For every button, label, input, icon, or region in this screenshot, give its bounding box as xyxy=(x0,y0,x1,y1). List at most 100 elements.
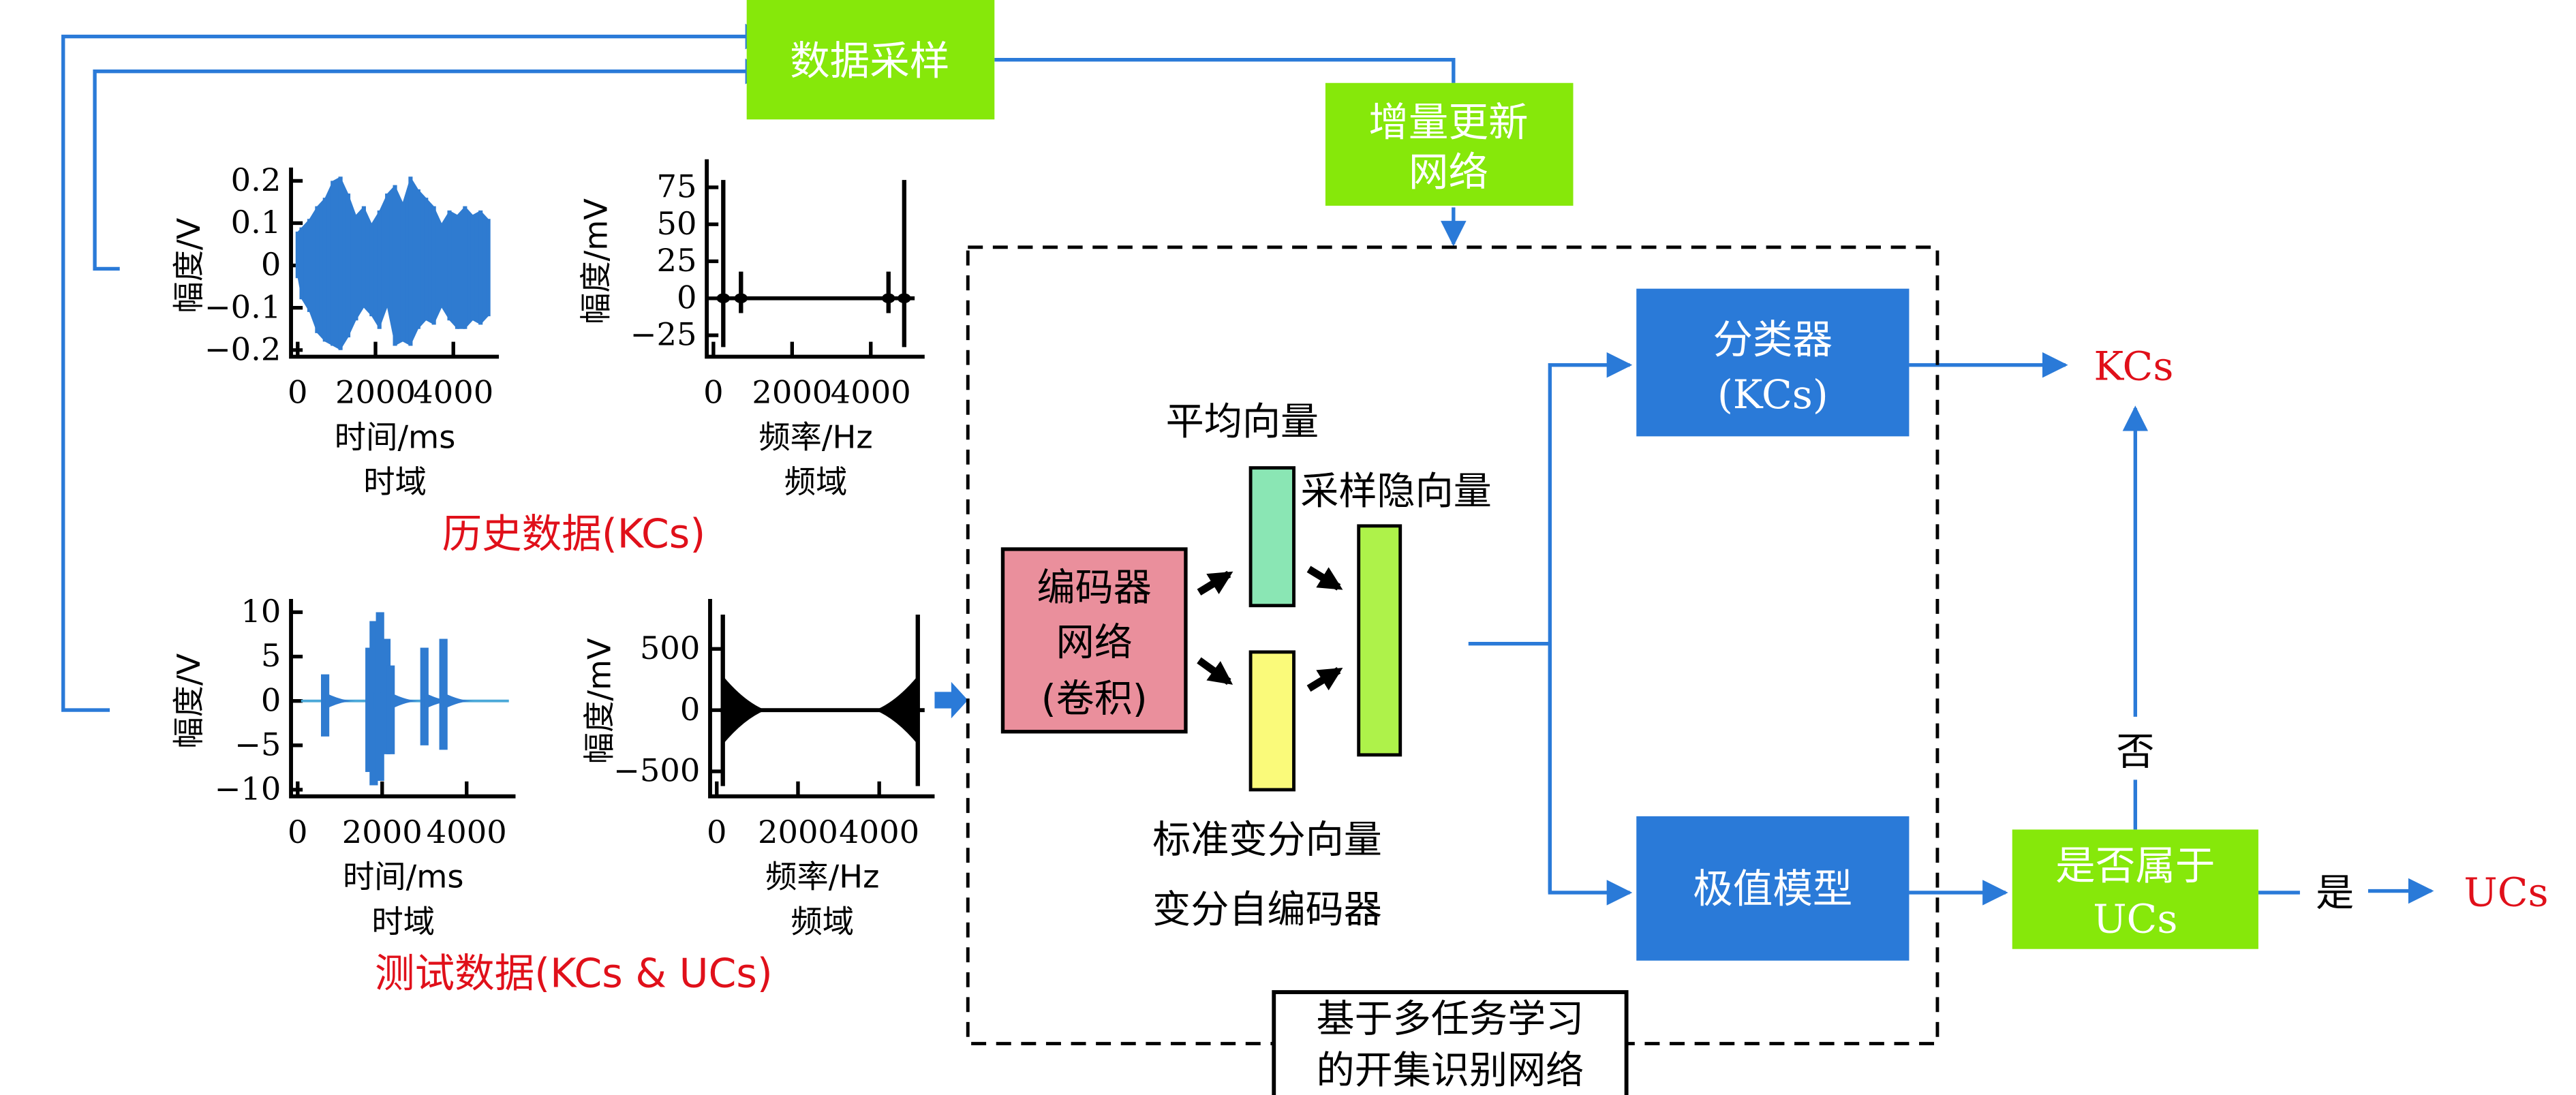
test-time-ytick-label: −5 xyxy=(234,726,281,763)
mean-vector-label: 平均向量 xyxy=(1166,400,1319,444)
to-evt-line xyxy=(1548,643,1633,906)
history-time-xtick-label: 0 xyxy=(288,374,308,411)
history-time-xlabel: 时间/ms xyxy=(335,418,456,455)
test-to-sampling-line xyxy=(61,23,771,712)
incremental-update-label-line2: 网络 xyxy=(1409,149,1488,196)
encoder-label-line1: 编码器 xyxy=(1037,566,1152,610)
yes-label: 是 xyxy=(2316,871,2354,915)
flow-connectors xyxy=(61,23,2434,906)
history-freq-peak-base xyxy=(734,293,748,304)
mean-vector-bar xyxy=(1248,466,1295,608)
network-caption-box: 基于多任务学习 的开集识别网络 xyxy=(1272,990,1629,1095)
history-freq-ytick-label: 75 xyxy=(656,168,696,205)
test-freq-ylabel: 幅度/mV xyxy=(581,638,618,764)
decision-label-line1: 是否属于 xyxy=(2055,843,2215,889)
history-time-xtick-label: 4000 xyxy=(413,374,493,411)
sampled-latent-label: 采样隐向量 xyxy=(1300,469,1492,514)
history-freq-ylabel: 幅度/mV xyxy=(578,198,615,324)
history-freq-axes xyxy=(705,159,925,359)
history-freq-ytick-label: −25 xyxy=(630,316,697,353)
test-freq-xtick-label: 0 xyxy=(707,814,727,850)
decision-label-line2: UCs xyxy=(2093,895,2177,942)
extreme-value-model-label: 极值模型 xyxy=(1693,866,1852,912)
test-time-xtick-label: 2000 xyxy=(342,814,423,850)
test-freq-xlabel: 频率/Hz xyxy=(765,859,879,895)
test-time-xtick-label: 0 xyxy=(288,814,308,850)
test-time-ylabel: 幅度/V xyxy=(170,653,207,749)
test-time-burst-decay xyxy=(443,692,474,709)
network-caption-line1: 基于多任务学习 xyxy=(1317,998,1584,1042)
vae-label: 变分自编码器 xyxy=(1152,888,1382,932)
test-freq-title: 频域 xyxy=(791,903,854,940)
history-time-ytick-label: −0.2 xyxy=(204,330,281,367)
encoder-label-line3: (卷积) xyxy=(1041,677,1148,722)
test-freq-ytick-label: 500 xyxy=(640,630,700,666)
classifier-box[interactable]: 分类器 (KCs) xyxy=(1636,288,1910,437)
std-to-latent-arrow-icon xyxy=(1306,667,1343,692)
history-freq-ytick-label: 50 xyxy=(656,205,696,242)
history-time-axes xyxy=(289,167,500,359)
latent-vector-bar xyxy=(1357,524,1402,757)
output-kcs-label: KCs xyxy=(2094,343,2173,390)
extreme-value-model-box[interactable]: 极值模型 xyxy=(1636,816,1910,961)
test-freq-ytick-label: −500 xyxy=(613,752,700,789)
std-vector-bar xyxy=(1248,650,1295,792)
sampling-to-update-line xyxy=(994,57,1456,83)
classifier-label-line1: 分类器 xyxy=(1713,317,1833,363)
history-freq-peak-base xyxy=(881,293,895,304)
history-time-ytick-label: 0.1 xyxy=(231,204,281,241)
test-freq-axes xyxy=(708,598,935,799)
data-sampling-box[interactable]: 数据采样 xyxy=(746,0,995,120)
history-time-ytick-label: −0.1 xyxy=(204,288,281,325)
encoder-to-mean-arrow-icon xyxy=(1197,570,1233,596)
test-data-label: 测试数据(KCs & UCs) xyxy=(375,951,773,997)
test-freq-xtick-label: 4000 xyxy=(839,814,919,850)
is-uc-decision-box[interactable]: 是否属于 UCs xyxy=(2012,829,2258,949)
test-time-burst xyxy=(369,621,378,786)
test-freq-xtick-label: 2000 xyxy=(758,814,838,850)
history-data-label: 历史数据(KCs) xyxy=(442,511,706,557)
test-time-xlabel: 时间/ms xyxy=(343,859,464,895)
test-time-ytick-label: 5 xyxy=(261,637,281,674)
incremental-update-box[interactable]: 增量更新 网络 xyxy=(1325,82,1574,206)
incremental-update-label-line1: 增量更新 xyxy=(1368,99,1528,146)
to-classifier-line xyxy=(1548,352,1633,893)
test-time-title: 时域 xyxy=(371,903,435,940)
input-arrow-icon xyxy=(934,681,968,719)
history-time-title: 时域 xyxy=(363,463,427,500)
history-freq-xtick-label: 2000 xyxy=(752,374,832,411)
history-time-ylabel: 幅度/V xyxy=(170,217,207,313)
vae-arrows xyxy=(1197,566,1343,692)
network-caption-line2: 的开集识别网络 xyxy=(1317,1049,1584,1093)
test-freq-peak-decay xyxy=(722,675,766,745)
history-freq-ytick-label: 25 xyxy=(656,242,696,279)
mean-to-latent-arrow-icon xyxy=(1306,566,1343,591)
test-time-burst-decay xyxy=(390,692,421,709)
history-to-sampling-line xyxy=(93,58,771,271)
encoder-label-line2: 网络 xyxy=(1056,621,1133,665)
test-freq-peak-decay xyxy=(875,675,918,745)
test-time-xtick-label: 4000 xyxy=(427,814,507,850)
history-freq-xtick-label: 4000 xyxy=(831,374,911,411)
history-freq-peak-base xyxy=(898,293,911,304)
encoder-box[interactable]: 编码器 网络 (卷积) xyxy=(1000,547,1188,734)
test-freq-ytick-label: 0 xyxy=(680,691,701,728)
test-time-axes xyxy=(289,598,516,799)
history-time-ytick-label: 0.2 xyxy=(231,161,281,198)
history-freq-ytick-label: 0 xyxy=(677,279,697,315)
history-time-ytick-label: 0 xyxy=(261,246,281,283)
history-freq-peak-base xyxy=(716,293,731,304)
history-freq-xtick-label: 0 xyxy=(703,374,724,411)
no-label: 否 xyxy=(2116,730,2154,775)
test-time-ytick-label: 0 xyxy=(261,681,281,718)
test-time-ytick-label: 10 xyxy=(241,593,281,630)
history-freq-title: 频域 xyxy=(784,463,848,500)
history-time-xtick-label: 2000 xyxy=(335,374,416,411)
test-time-burst-decay xyxy=(325,692,356,709)
history-freq-xlabel: 频率/Hz xyxy=(758,418,872,455)
std-vector-label: 标准变分向量 xyxy=(1152,818,1382,863)
